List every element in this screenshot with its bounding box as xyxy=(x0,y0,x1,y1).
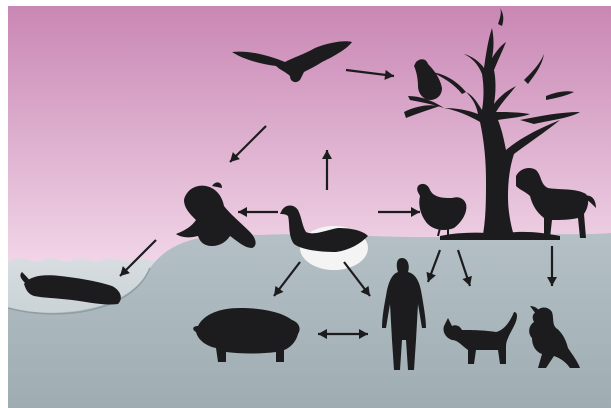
transmission-diagram xyxy=(0,0,611,408)
